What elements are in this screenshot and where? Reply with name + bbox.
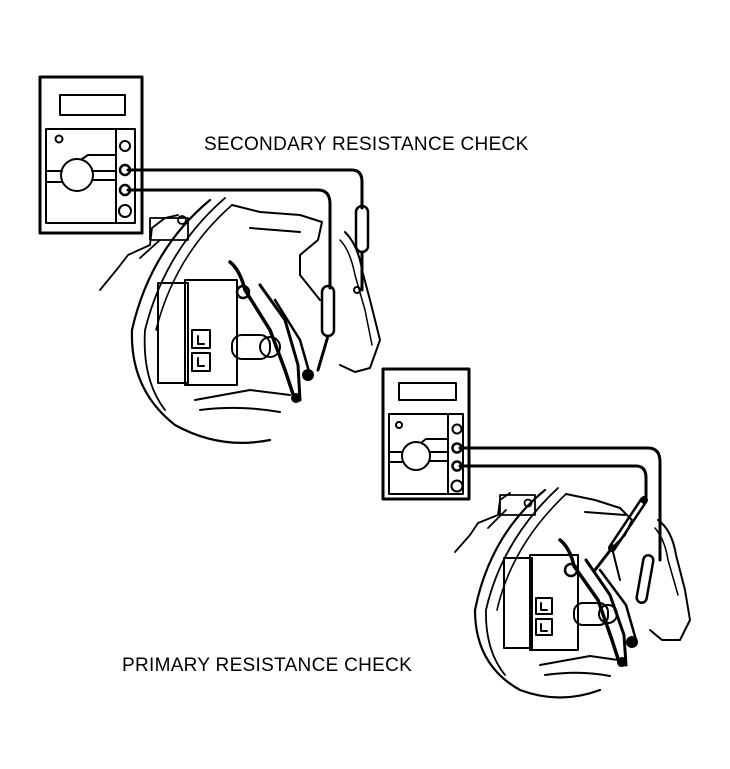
meter-body (38, 75, 144, 235)
meter-panel (388, 413, 464, 495)
housing-outline (130, 198, 272, 444)
indicator-dot (395, 421, 403, 429)
harness-wire-1 (228, 260, 297, 402)
wire-connector-2 (617, 657, 627, 667)
secondary-check-panel (38, 75, 381, 444)
housing-outline (473, 488, 602, 699)
rotor-shaft (573, 602, 609, 626)
cap-outline (565, 493, 633, 581)
harness-wire-1 (558, 538, 622, 667)
jack-1 (451, 423, 463, 435)
lead-lower (458, 464, 648, 502)
wire-connector-1 (302, 369, 314, 381)
base-plate (194, 389, 291, 413)
mounting-flange (99, 214, 179, 291)
probe-upper-handle (635, 554, 655, 604)
test-leads-secondary (126, 168, 370, 372)
jack-1 (119, 140, 131, 152)
distributor-assembly-primary (454, 487, 691, 699)
primary-check-panel (381, 367, 691, 699)
base-plate (539, 655, 619, 677)
lead-upper (458, 446, 662, 562)
mount-tab (499, 494, 536, 516)
rotor-hub (259, 336, 281, 358)
module-block (157, 282, 189, 384)
probe-lower-handle (320, 284, 336, 338)
cap-outline (231, 204, 323, 301)
terminal-marks (540, 602, 548, 632)
harness-wire-2 (258, 283, 302, 402)
coil-cover-inner (339, 239, 373, 346)
meter-display (398, 382, 457, 401)
terminal-1 (191, 329, 211, 349)
mount-tab (149, 217, 189, 241)
coil-cover-outline (649, 519, 691, 641)
lead-upper (126, 168, 364, 210)
harness-wire-2 (584, 558, 628, 667)
ohmmeter-primary (381, 367, 471, 501)
meter-panel (45, 128, 136, 224)
housing-inner-arc-2 (155, 204, 233, 331)
secondary-resistance-check-caption: SECONDARY RESISTANCE CHECK (204, 134, 529, 155)
distributor-assembly-secondary (99, 197, 381, 444)
probe-upper-handle (354, 204, 370, 254)
probe-lower-handle-inner (612, 502, 644, 546)
terminal-marks (197, 335, 205, 367)
rotor-shaft (231, 334, 271, 360)
coil-cover-outline (339, 231, 381, 373)
module-block (503, 557, 533, 649)
terminal-2 (535, 618, 553, 636)
ohmmeter-secondary (38, 75, 144, 235)
harness-wire-3 (598, 568, 638, 642)
meter-body (381, 367, 471, 501)
primary-resistance-check-caption: PRIMARY RESISTANCE CHECK (122, 655, 413, 676)
wire-connector-2 (291, 393, 301, 403)
coil-cover-inner (654, 527, 679, 596)
jack-4 (118, 204, 132, 218)
housing-inner-arc (143, 197, 226, 411)
mount-bolt (523, 498, 533, 508)
dial-guide (388, 438, 449, 463)
meter-display (59, 94, 126, 116)
lead-lower (126, 188, 332, 290)
harness-wire-3 (273, 298, 312, 377)
module-frame (184, 279, 238, 386)
wire-connector-1 (626, 636, 638, 648)
dial-guide-lower (45, 179, 117, 186)
module-frame (529, 554, 579, 651)
test-leads-primary (458, 446, 662, 604)
selector-dial (60, 158, 94, 192)
dial-guide-upper (45, 154, 117, 172)
probe-lower-tip (593, 546, 614, 572)
terminal-1 (535, 597, 553, 615)
terminal-2 (191, 352, 211, 372)
housing-inner-arc-2 (496, 493, 567, 611)
selector-dial (401, 441, 431, 471)
mounting-flange (454, 492, 511, 553)
probe-lower-tip (316, 334, 330, 372)
indicator-dot (54, 134, 64, 144)
mount-bolt (177, 215, 187, 225)
jack-4 (450, 479, 464, 493)
